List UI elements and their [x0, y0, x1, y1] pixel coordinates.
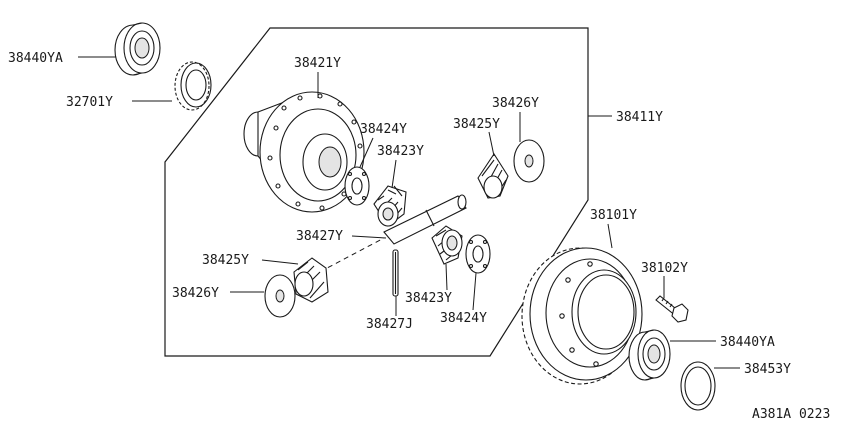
shaft-leader — [351, 235, 387, 239]
callout-shaft: 38427Y — [296, 229, 343, 244]
case-part[interactable] — [243, 91, 365, 213]
callout-pinion-left: 38425Y — [202, 253, 249, 268]
washer-upper-part[interactable] — [344, 166, 370, 206]
callout-pinion-right: 38425Y — [453, 117, 500, 132]
final-gear-part[interactable] — [521, 247, 643, 385]
pinion-right-part[interactable] — [477, 152, 509, 199]
shaft-part[interactable] — [383, 194, 467, 245]
callout-washer-upper: 38424Y — [360, 122, 407, 137]
washer-lower-part[interactable] — [465, 234, 491, 274]
washer-upper-leader — [359, 137, 374, 168]
callout-ring-bottom: 38453Y — [744, 362, 791, 377]
callout-ring-top: 32701Y — [66, 95, 113, 110]
washer-lower-leader — [472, 272, 477, 311]
callout-washer-right: 38426Y — [492, 96, 539, 111]
diagram-reference-code: A381A 0223 — [752, 407, 830, 422]
washer-left-part[interactable] — [264, 274, 296, 318]
gear-upper-leader — [391, 159, 397, 189]
gear-upper-part[interactable] — [373, 185, 407, 227]
callout-gear-lower: 38423Y — [405, 291, 452, 306]
callout-bearing-bottom: 38440YA — [720, 335, 775, 350]
pinion-left-leader — [261, 259, 299, 265]
callout-pin: 38427J — [366, 317, 413, 332]
callout-washer-lower: 38424Y — [440, 311, 487, 326]
callout-washer-left: 38426Y — [172, 286, 219, 301]
assembly-frame — [164, 27, 589, 357]
washer-right-part[interactable] — [513, 139, 545, 183]
callout-gear-upper: 38423Y — [377, 144, 424, 159]
pinion-left-part[interactable] — [293, 257, 329, 303]
gear-lower-leader — [445, 263, 448, 291]
bolt-part[interactable] — [655, 295, 689, 323]
callout-bolt: 38102Y — [641, 261, 688, 276]
bearing-bottom-part[interactable] — [628, 329, 671, 381]
pinion-right-leader — [488, 131, 495, 157]
callout-final-gear: 38101Y — [590, 208, 637, 223]
ring-top-part[interactable] — [174, 61, 212, 111]
callout-case: 38421Y — [294, 56, 341, 71]
pin-part[interactable] — [392, 249, 399, 297]
bearing-top-part[interactable] — [114, 22, 161, 76]
callout-bearing-top: 38440YA — [8, 51, 63, 66]
gear-lower-part[interactable] — [431, 225, 463, 265]
callout-assembly: 38411Y — [616, 110, 663, 125]
final-gear-leader — [607, 223, 613, 249]
ring-bottom-part[interactable] — [680, 361, 716, 411]
